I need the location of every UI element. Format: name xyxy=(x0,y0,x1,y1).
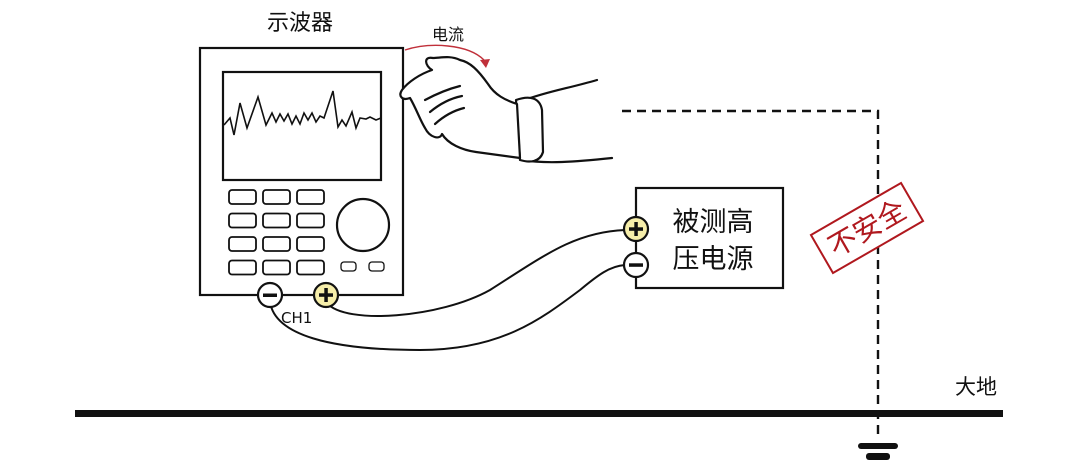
earth-line xyxy=(75,410,1003,417)
current-label: 电流 xyxy=(432,25,464,44)
waveform xyxy=(223,90,382,136)
small-button-1[interactable] xyxy=(340,261,357,272)
source-label-line2: 压电源 xyxy=(673,244,754,275)
scope-button[interactable] xyxy=(262,259,291,276)
source-box xyxy=(634,186,785,290)
earth-label: 大地 xyxy=(955,375,997,399)
scope-button[interactable] xyxy=(228,189,257,205)
minus-icon xyxy=(629,263,643,267)
scope-button[interactable] xyxy=(228,236,257,252)
high-voltage-source: 被测高 压电源 xyxy=(634,186,785,290)
plus-icon-v xyxy=(324,288,328,302)
control-knob[interactable] xyxy=(335,197,391,253)
plus-icon-v xyxy=(634,222,638,236)
positive-cable xyxy=(326,229,626,317)
source-label-line1: 被测高 xyxy=(673,207,754,238)
scope-negative-terminal[interactable] xyxy=(256,281,284,309)
unsafe-stamp: 不安全 xyxy=(809,181,925,275)
button-grid xyxy=(228,189,325,276)
channel-label: CH1 xyxy=(281,309,312,327)
scope-positive-terminal[interactable] xyxy=(312,281,340,309)
scope-button[interactable] xyxy=(296,236,325,252)
scope-button[interactable] xyxy=(296,259,325,276)
scope-button[interactable] xyxy=(228,259,257,276)
scope-button[interactable] xyxy=(262,212,291,229)
source-positive-terminal[interactable] xyxy=(622,215,650,243)
current-arrowhead-icon xyxy=(480,59,490,68)
oscilloscope-title: 示波器 xyxy=(267,11,333,36)
hand-icon xyxy=(399,56,614,164)
oscilloscope xyxy=(198,46,405,297)
scope-button[interactable] xyxy=(296,189,325,205)
negative-cable xyxy=(269,264,626,352)
scope-button[interactable] xyxy=(262,236,291,252)
scope-button[interactable] xyxy=(262,189,291,205)
source-negative-terminal[interactable] xyxy=(622,251,650,279)
leakage-path xyxy=(622,109,880,440)
small-button-2[interactable] xyxy=(368,261,385,272)
minus-icon xyxy=(263,293,277,297)
current-arrow xyxy=(404,44,485,61)
scope-button[interactable] xyxy=(228,212,257,229)
oscilloscope-screen xyxy=(221,70,383,182)
scope-button[interactable] xyxy=(296,212,325,229)
ground-icon xyxy=(858,443,898,460)
